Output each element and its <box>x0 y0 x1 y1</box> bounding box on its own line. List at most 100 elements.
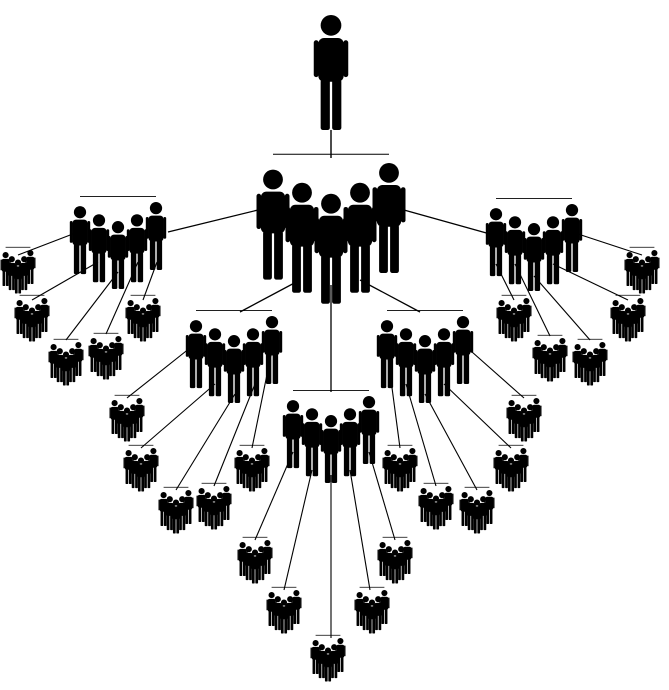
person-icon <box>630 256 641 291</box>
connector-line <box>533 275 591 341</box>
person-icon <box>185 320 207 389</box>
person-icon <box>452 316 474 384</box>
person-icon <box>262 540 273 574</box>
small-team-9 <box>196 482 232 530</box>
person-icon <box>414 335 436 404</box>
person-icon <box>301 408 323 477</box>
connector-line <box>17 231 79 256</box>
person-icon <box>237 542 248 577</box>
person-icon <box>282 400 304 469</box>
person-icon <box>506 400 517 435</box>
person-icon <box>335 638 346 672</box>
person-icon <box>243 546 254 581</box>
connector-line <box>283 469 313 591</box>
person-icon <box>69 206 91 275</box>
person-icon <box>242 328 264 397</box>
person-icon <box>544 347 556 382</box>
leader-person-icon <box>313 15 349 130</box>
person-icon <box>493 450 504 485</box>
small-team-21 <box>496 294 532 342</box>
small-team-2 <box>14 294 50 342</box>
person-icon <box>39 298 50 332</box>
connector-line <box>368 451 396 541</box>
person-icon <box>433 328 455 397</box>
person-icon <box>240 454 251 489</box>
small-team-20 <box>506 394 542 442</box>
small-team-4 <box>88 332 124 380</box>
person-icon <box>597 342 608 376</box>
connector-line <box>251 349 273 449</box>
connector-line <box>213 383 256 487</box>
connector-line <box>105 261 139 335</box>
person-icon <box>339 408 361 477</box>
person-icon <box>291 590 302 624</box>
connector-line <box>443 383 512 449</box>
person-icon <box>259 448 270 482</box>
person-icon <box>343 182 377 293</box>
person-icon <box>521 298 532 332</box>
connector-line <box>514 263 551 337</box>
small-team-23 <box>572 338 608 386</box>
person-icon <box>170 499 182 534</box>
person-icon <box>109 400 120 435</box>
person-icon <box>107 221 129 290</box>
connector-line <box>349 469 371 591</box>
person-icon <box>25 250 36 284</box>
person-icon <box>137 307 149 342</box>
person-icon <box>584 351 596 386</box>
connector-line <box>403 209 491 235</box>
person-icon <box>496 300 507 335</box>
person-icon <box>150 298 161 332</box>
person-icon <box>183 490 194 524</box>
connector-line <box>65 271 119 341</box>
person-icon <box>407 448 418 482</box>
connector-line <box>405 383 437 487</box>
connector-line <box>175 393 236 491</box>
connector-line <box>140 383 216 449</box>
person-icon <box>635 298 646 332</box>
connector-line <box>386 349 401 449</box>
team-mid-left <box>185 310 283 404</box>
level-1-team <box>256 153 406 304</box>
small-team-11 <box>237 536 273 584</box>
person-icon <box>142 454 153 489</box>
person-icon <box>358 396 380 464</box>
small-team-18 <box>459 486 495 534</box>
team-left <box>69 196 167 290</box>
connector-line <box>31 261 99 301</box>
connector-line <box>495 263 515 301</box>
small-team-3 <box>48 338 84 386</box>
person-icon <box>88 214 110 283</box>
person-icon <box>320 415 342 484</box>
connector-line <box>359 279 421 313</box>
small-team-13 <box>310 634 346 682</box>
person-icon <box>145 202 167 270</box>
small-team-19 <box>493 444 529 492</box>
person-icon <box>126 214 148 283</box>
person-icon <box>402 540 413 574</box>
person-icon <box>208 495 220 530</box>
person-icon <box>256 169 290 280</box>
person-icon <box>395 328 417 397</box>
team-right <box>485 198 583 292</box>
person-icon <box>113 336 124 370</box>
person-icon <box>379 590 390 624</box>
small-team-5 <box>125 294 161 342</box>
person-icon <box>523 223 545 292</box>
person-icon <box>478 496 489 531</box>
person-icon <box>485 208 507 277</box>
small-team-14 <box>354 586 390 634</box>
connector-line <box>142 261 158 301</box>
person-icon <box>223 335 245 404</box>
person-icon <box>134 398 145 432</box>
person-icon <box>531 398 542 432</box>
small-team-15 <box>377 536 413 584</box>
person-icon <box>561 204 583 272</box>
person-icon <box>557 338 568 372</box>
person-icon <box>504 216 526 285</box>
person-icon <box>204 328 226 397</box>
person-icon <box>148 448 159 482</box>
connector-line <box>571 231 643 256</box>
